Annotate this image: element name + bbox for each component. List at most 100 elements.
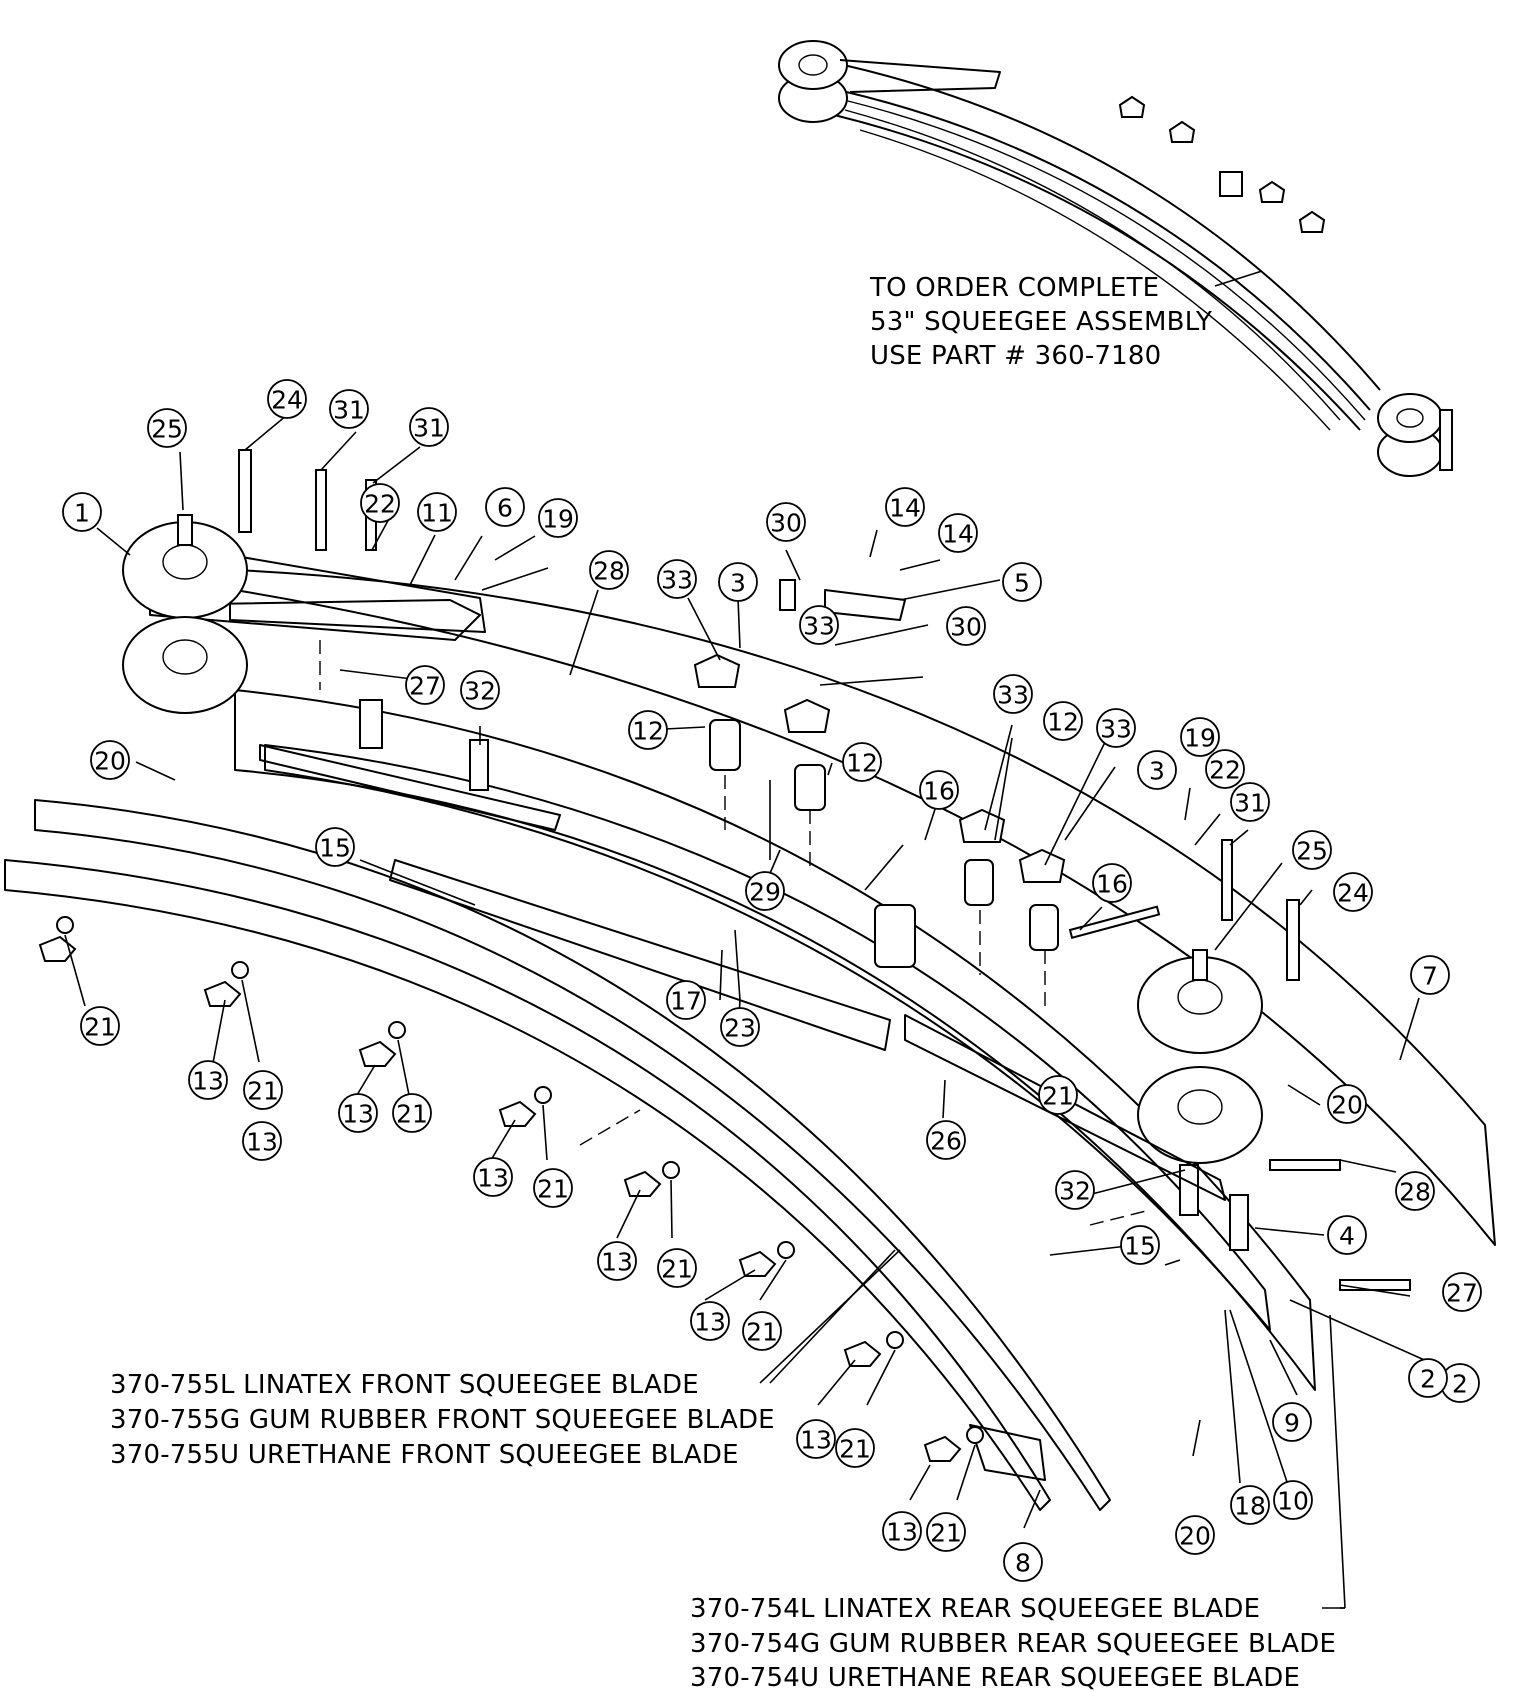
part-number: 33 (1100, 715, 1132, 744)
part-number: 3 (1149, 757, 1165, 786)
part-number: 4 (1339, 1222, 1355, 1251)
rear-blade-leader-v (1329, 1314, 1346, 1609)
part-balloon-5: 5 (1002, 562, 1042, 602)
part-number: 21 (84, 1013, 116, 1042)
part-number: 12 (632, 717, 664, 746)
rear-blade-note-line3: 370-754U URETHANE REAR SQUEEGEE BLADE (690, 1663, 1300, 1692)
part-balloon-7: 7 (1410, 955, 1450, 995)
part-number: 8 (1015, 1549, 1031, 1578)
part-balloon-4: 4 (1327, 1215, 1367, 1255)
part-number: 21 (839, 1435, 871, 1464)
part-balloon-12: 12 (628, 710, 668, 750)
part-balloon-13: 13 (597, 1241, 637, 1281)
part-number: 20 (1331, 1091, 1363, 1120)
part-balloon-28: 28 (1395, 1171, 1435, 1211)
order-note-line1: TO ORDER COMPLETE (869, 273, 1159, 303)
part-number: 25 (1296, 837, 1328, 866)
part-balloon-13: 13 (796, 1419, 836, 1459)
part-number: 33 (997, 681, 1029, 710)
part-balloon-14: 14 (938, 513, 978, 553)
part-number: 27 (409, 672, 441, 701)
part-balloon-21: 21 (1038, 1075, 1078, 1115)
part-number: 5 (1014, 569, 1030, 598)
leader-lines (64, 414, 1441, 1609)
part-number: 21 (1042, 1082, 1074, 1111)
part-number: 12 (1047, 708, 1079, 737)
part-balloon-26: 26 (926, 1120, 966, 1160)
front-blade-note-line1: 370-755L LINATEX FRONT SQUEEGEE BLADE (110, 1370, 699, 1400)
part-balloon-29: 29 (745, 871, 785, 911)
part-balloon-23: 23 (720, 1007, 760, 1047)
part-number: 21 (537, 1175, 569, 1204)
part-number: 24 (1337, 879, 1369, 908)
part-number: 13 (246, 1128, 278, 1157)
part-number: 23 (724, 1014, 756, 1043)
part-number: 13 (342, 1100, 374, 1129)
part-balloon-20: 20 (1175, 1515, 1215, 1555)
part-balloon-1: 1 (62, 492, 102, 532)
part-balloon-33: 33 (657, 559, 697, 599)
part-number: 21 (247, 1077, 279, 1106)
part-balloon-13: 13 (338, 1093, 378, 1133)
part-balloon-30: 30 (766, 502, 806, 542)
part-balloon-2: 2 (1408, 1358, 1448, 1398)
part-number: 33 (803, 612, 835, 641)
part-number: 28 (1399, 1178, 1431, 1207)
part-balloon-17: 17 (666, 980, 706, 1020)
part-number: 13 (886, 1518, 918, 1547)
part-number: 19 (1184, 724, 1216, 753)
part-balloon-12: 12 (842, 742, 882, 782)
part-balloon-14: 14 (885, 487, 925, 527)
order-note-line2: 53" SQUEEGEE ASSEMBLY (870, 307, 1212, 337)
part-balloon-20: 20 (90, 740, 130, 780)
part-number: 22 (1209, 756, 1241, 785)
part-balloon-32: 32 (1055, 1170, 1095, 1210)
part-balloon-10: 10 (1273, 1480, 1313, 1520)
part-balloon-31: 31 (1230, 782, 1270, 822)
part-number: 21 (746, 1318, 778, 1347)
part-balloon-13: 13 (690, 1301, 730, 1341)
part-balloon-9: 9 (1272, 1402, 1312, 1442)
main-exploded-view (4, 449, 1496, 1511)
part-number: 14 (889, 494, 921, 523)
part-number: 22 (364, 490, 396, 519)
part-balloon-16: 16 (1092, 863, 1132, 903)
part-number: 27 (1446, 1279, 1478, 1308)
part-number: 14 (942, 520, 974, 549)
part-balloon-13: 13 (882, 1511, 922, 1551)
part-balloon-21: 21 (80, 1006, 120, 1046)
part-number: 32 (464, 677, 496, 706)
part-number: 13 (192, 1067, 224, 1096)
part-number: 30 (950, 613, 982, 642)
part-balloon-2: 2 (1440, 1363, 1480, 1403)
part-balloon-24: 24 (1333, 872, 1373, 912)
part-number: 21 (396, 1100, 428, 1129)
part-balloon-33: 33 (993, 674, 1033, 714)
part-balloon-25: 25 (1292, 830, 1332, 870)
part-balloon-11: 11 (417, 492, 457, 532)
part-balloon-6: 6 (485, 487, 525, 527)
part-balloon-33: 33 (1096, 708, 1136, 748)
front-blade-note-line2: 370-755G GUM RUBBER FRONT SQUEEGEE BLADE (110, 1405, 775, 1435)
part-balloon-21: 21 (392, 1093, 432, 1133)
part-number: 31 (413, 414, 445, 443)
part-number: 19 (542, 505, 574, 534)
part-balloon-22: 22 (360, 483, 400, 523)
part-balloon-21: 21 (533, 1168, 573, 1208)
part-balloon-24: 24 (267, 379, 307, 419)
part-number: 26 (930, 1127, 962, 1156)
part-balloon-31: 31 (329, 389, 369, 429)
part-number: 2 (1452, 1370, 1468, 1399)
rear-blade-note-line1: 370-754L LINATEX REAR SQUEEGEE BLADE (690, 1594, 1260, 1624)
part-number: 1 (74, 499, 90, 528)
part-number: 25 (151, 415, 183, 444)
part-number: 13 (694, 1308, 726, 1337)
part-balloon-33: 33 (799, 605, 839, 645)
part-number: 31 (1234, 789, 1266, 818)
order-note-line3: USE PART # 360-7180 (870, 341, 1161, 371)
part-number: 32 (1059, 1177, 1091, 1206)
part-number: 10 (1277, 1487, 1309, 1516)
part-number: 16 (1096, 870, 1128, 899)
part-balloon-25: 25 (147, 408, 187, 448)
part-number: 20 (1179, 1522, 1211, 1551)
